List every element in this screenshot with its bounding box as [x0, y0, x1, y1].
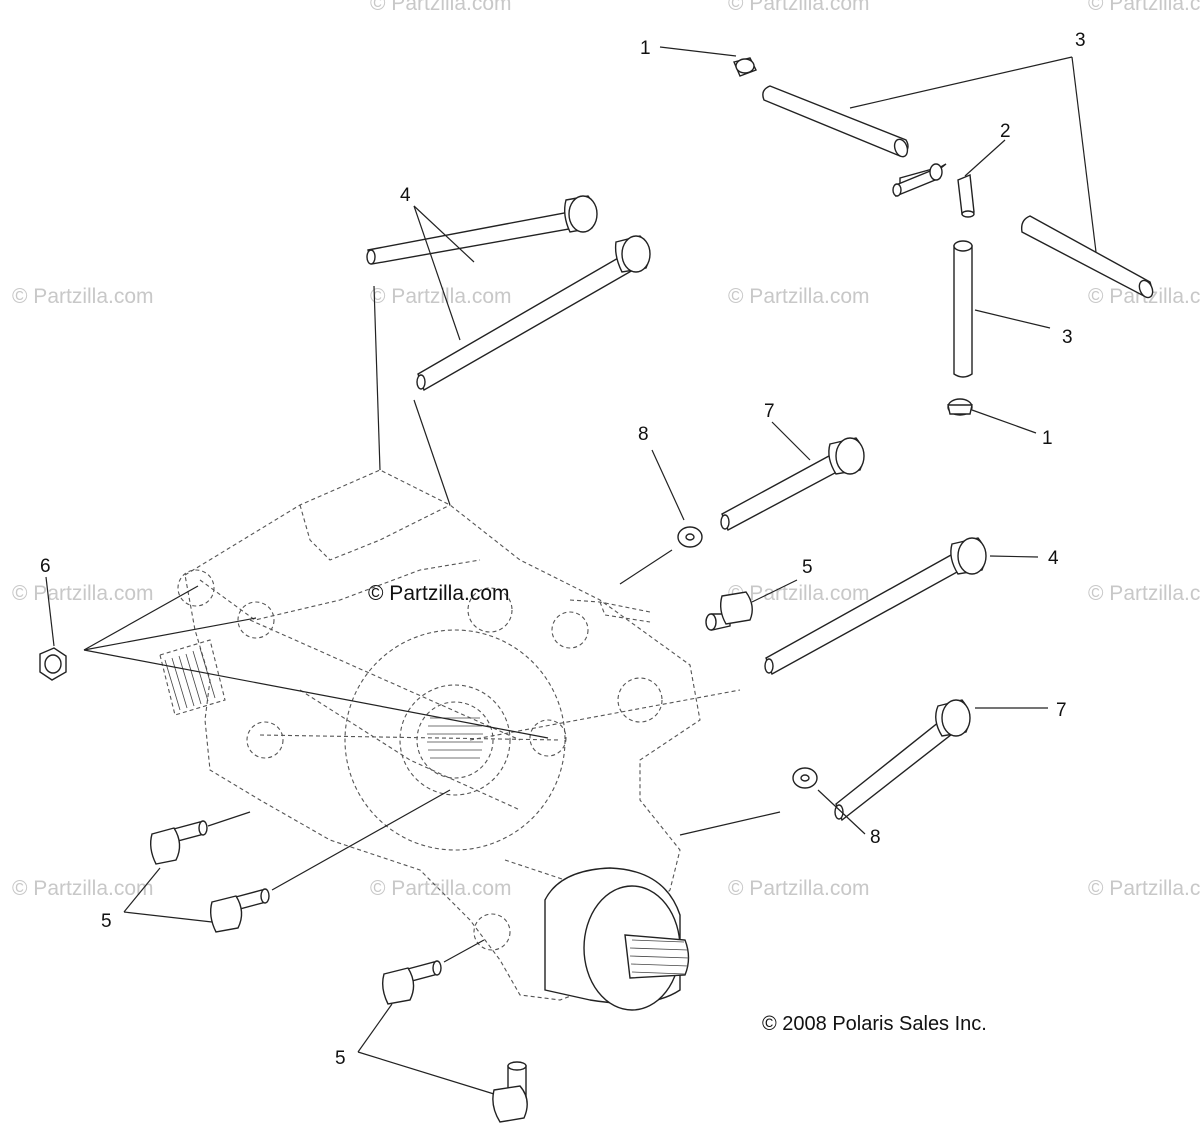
- watermark-text: © Partzilla.com: [1088, 0, 1200, 15]
- short-bolt-d: [381, 960, 442, 1005]
- watermark-text: © Partzilla.com: [1088, 582, 1200, 605]
- callout-8: 8: [638, 424, 649, 445]
- short-bolt-e: [492, 1061, 528, 1123]
- hose-vertical: [953, 240, 973, 378]
- watermark-text: © Partzilla.com: [728, 582, 870, 605]
- callout-3: 3: [1062, 327, 1073, 348]
- output-flange: [544, 867, 690, 1011]
- watermark-text: © Partzilla.com: [1088, 877, 1200, 900]
- hose-clamp-bottom: [947, 398, 973, 416]
- hose-clamp-top: [733, 57, 757, 77]
- hose-right: [1020, 215, 1154, 299]
- watermark-text: © Partzilla.com: [728, 877, 870, 900]
- bolt-7-upper: [720, 437, 865, 531]
- callout-7: 7: [1056, 700, 1067, 721]
- gearcase-housing: [159, 469, 741, 1001]
- callout-7: 7: [764, 401, 775, 422]
- watermark-text: © Partzilla.com: [728, 285, 870, 308]
- callout-6: 6: [40, 556, 51, 577]
- bolt-long-top-2: [416, 235, 651, 392]
- watermark-layer: © Partzilla.com © Partzilla.com © Partzi…: [12, 0, 1200, 900]
- short-bolt-a: [705, 591, 753, 631]
- callout-2: 2: [1000, 121, 1011, 142]
- callout-1: 1: [1042, 428, 1053, 449]
- callout-5: 5: [802, 557, 813, 578]
- bolt-4-lower: [764, 537, 987, 676]
- hub-splines: [427, 717, 483, 759]
- watermark-text: © Partzilla.com: [12, 582, 154, 605]
- callout-5: 5: [101, 911, 112, 932]
- washer-upper: [677, 526, 703, 548]
- tee-fitting: [892, 163, 975, 218]
- copyright-notice: © 2008 Polaris Sales Inc.: [762, 1013, 987, 1035]
- watermark-text: © Partzilla.com: [370, 285, 512, 308]
- callout-4: 4: [400, 185, 411, 206]
- hex-nut: [39, 647, 67, 681]
- callout-3: 3: [1075, 30, 1086, 51]
- short-bolt-b: [149, 820, 208, 865]
- watermark-text: © Partzilla.com: [12, 877, 154, 900]
- output-shaft-splines: [629, 939, 690, 975]
- watermark-text: © Partzilla.com: [370, 877, 512, 900]
- callout-1: 1: [640, 38, 651, 59]
- callout-8: 8: [870, 827, 881, 848]
- bolt-long-top-1: [366, 195, 598, 265]
- center-watermark: © Partzilla.com: [368, 582, 510, 605]
- watermark-text: © Partzilla.com: [12, 285, 154, 308]
- bolt-7-lower: [834, 699, 971, 822]
- watermark-text: © Partzilla.com: [370, 0, 512, 15]
- input-shaft-splines: [164, 647, 216, 711]
- callout-4: 4: [1048, 548, 1059, 569]
- hose-upper: [762, 85, 909, 158]
- watermark-text: © Partzilla.com: [728, 0, 870, 15]
- callout-5: 5: [335, 1048, 346, 1069]
- leader-lines: [45, 46, 1097, 1095]
- short-bolt-c: [209, 888, 270, 933]
- washer-lower: [792, 767, 818, 789]
- callout-labels: 1 2 3 3 4 1 7 8 5 4 6 7 8 5 5: [40, 30, 1086, 1069]
